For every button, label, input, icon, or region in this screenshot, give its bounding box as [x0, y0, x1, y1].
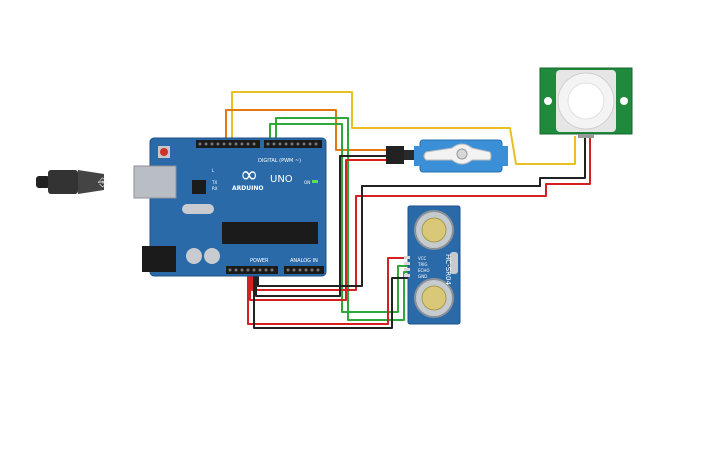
wires: [225, 91, 591, 329]
capacitor-1: [186, 248, 202, 264]
wire-green-trig[interactable]: [269, 123, 408, 313]
ultrasonic-model-label: HC-SR04: [444, 254, 452, 285]
ultrasonic-pin-vcc: VCC: [418, 256, 427, 261]
wire-orange-servo-signal[interactable]: [225, 109, 390, 151]
ultrasonic-pin-echo: ECHO: [418, 268, 429, 273]
pir-motion-sensor[interactable]: [539, 67, 633, 138]
wire-black-pir-gnd[interactable]: [257, 136, 586, 287]
arduino-brand-text: ARDUINO: [232, 185, 263, 192]
ultrasonic-pin-labels: VCC TRIG ECHO GND: [417, 256, 429, 279]
analog-header: [284, 266, 324, 274]
arduino-model-text: UNO: [270, 174, 293, 185]
l-led-label: L: [212, 168, 215, 173]
wire-black-ultrasonic-gnd[interactable]: [253, 268, 408, 329]
ultrasonic-pin-gnd: GND: [418, 274, 427, 279]
wire-green-echo[interactable]: [275, 117, 408, 321]
servo-connector: [386, 146, 404, 164]
atmega-chip: [222, 222, 318, 244]
arduino-uno-board[interactable]: ⎆: [36, 137, 327, 277]
wire-yellow-pir-signal[interactable]: [231, 91, 576, 165]
crystal: [182, 204, 214, 214]
on-led-label: ON: [304, 180, 310, 185]
on-led: [312, 180, 318, 183]
rx-led-label: RX: [212, 186, 218, 191]
servo-motor[interactable]: [386, 139, 508, 173]
tx-led-label: TX: [211, 180, 217, 185]
digital-pwm-label: DIGITAL (PWM ~): [258, 158, 301, 164]
power-header: [226, 266, 278, 274]
wire-red-pir-power[interactable]: [251, 136, 591, 291]
usb-port: [133, 165, 177, 199]
wire-red-ultrasonic-power[interactable]: [247, 257, 408, 325]
usb-symbol-icon: ⎆: [98, 175, 108, 189]
usb-chip: [192, 180, 206, 194]
ultrasonic-pin-trig: TRIG: [417, 262, 428, 267]
arduino-infinity-logo: ∞: [240, 163, 258, 188]
wire-black-servo-gnd[interactable]: [255, 155, 390, 297]
ultrasonic-sensor[interactable]: HC-SR04 VCC TRIG ECHO GND: [404, 205, 461, 325]
wire-red-servo-power[interactable]: [249, 159, 390, 301]
power-label: POWER: [250, 258, 269, 264]
dc-power-jack: [142, 246, 176, 272]
usb-cable: ⎆: [36, 170, 108, 194]
capacitor-2: [204, 248, 220, 264]
analog-in-label: ANALOG IN: [290, 258, 318, 264]
digital-header-left: [196, 140, 260, 148]
